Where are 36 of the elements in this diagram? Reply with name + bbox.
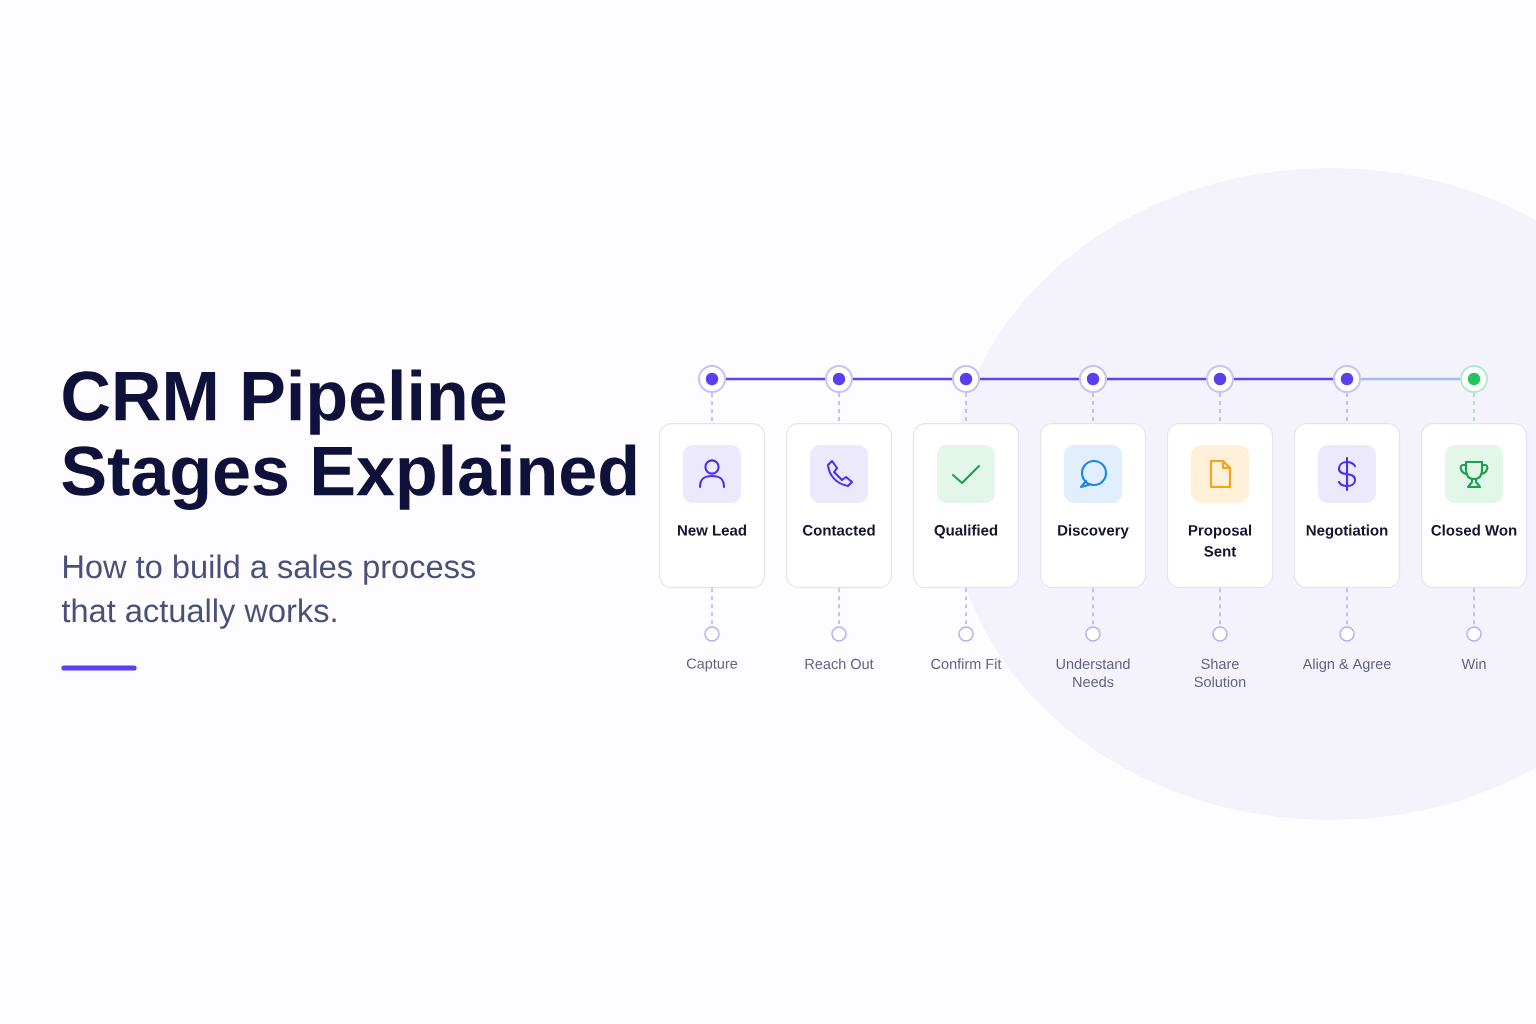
subtitle: How to build a sales process that actually works. [61, 554, 476, 629]
timeline-line [1107, 377, 1206, 381]
dashed-line [1346, 392, 1348, 424]
stage-caption: Win [1461, 658, 1486, 669]
dashed-line [838, 392, 840, 424]
dashed-line [965, 587, 967, 627]
dashed-line [711, 587, 713, 627]
small-circle [958, 626, 974, 642]
timeline-line [1361, 377, 1460, 381]
stage-caption: Confirm Fit [931, 658, 1002, 670]
timeline-line [1234, 377, 1333, 381]
timeline-line [853, 377, 952, 381]
dashed-line [965, 392, 967, 424]
stage-caption: Share Solution [1194, 658, 1246, 688]
dashed-line [1219, 392, 1221, 424]
stage-caption: Understand Needs [1056, 658, 1130, 688]
dashed-line [1092, 392, 1094, 424]
dashed-line [838, 587, 840, 627]
dashed-line [1092, 587, 1094, 627]
small-circle [1466, 626, 1482, 642]
dashed-line [1473, 392, 1475, 424]
small-circle [1339, 626, 1355, 642]
small-circle [831, 626, 847, 642]
small-circle [1085, 626, 1101, 642]
stage-caption: Reach Out [805, 658, 874, 670]
title: CRM Pipeline Stages Explained [62, 369, 636, 510]
stage-caption: Capture [686, 658, 738, 672]
dashed-line [711, 392, 713, 424]
stage-caption: Align & Agree [1302, 658, 1391, 672]
dashed-line [1346, 587, 1348, 627]
small-circle [1212, 626, 1228, 642]
timeline-line [726, 377, 825, 381]
dashed-line [1473, 587, 1475, 627]
dashed-line [1219, 587, 1221, 627]
timeline-line [980, 377, 1079, 381]
small-circle [704, 626, 720, 642]
